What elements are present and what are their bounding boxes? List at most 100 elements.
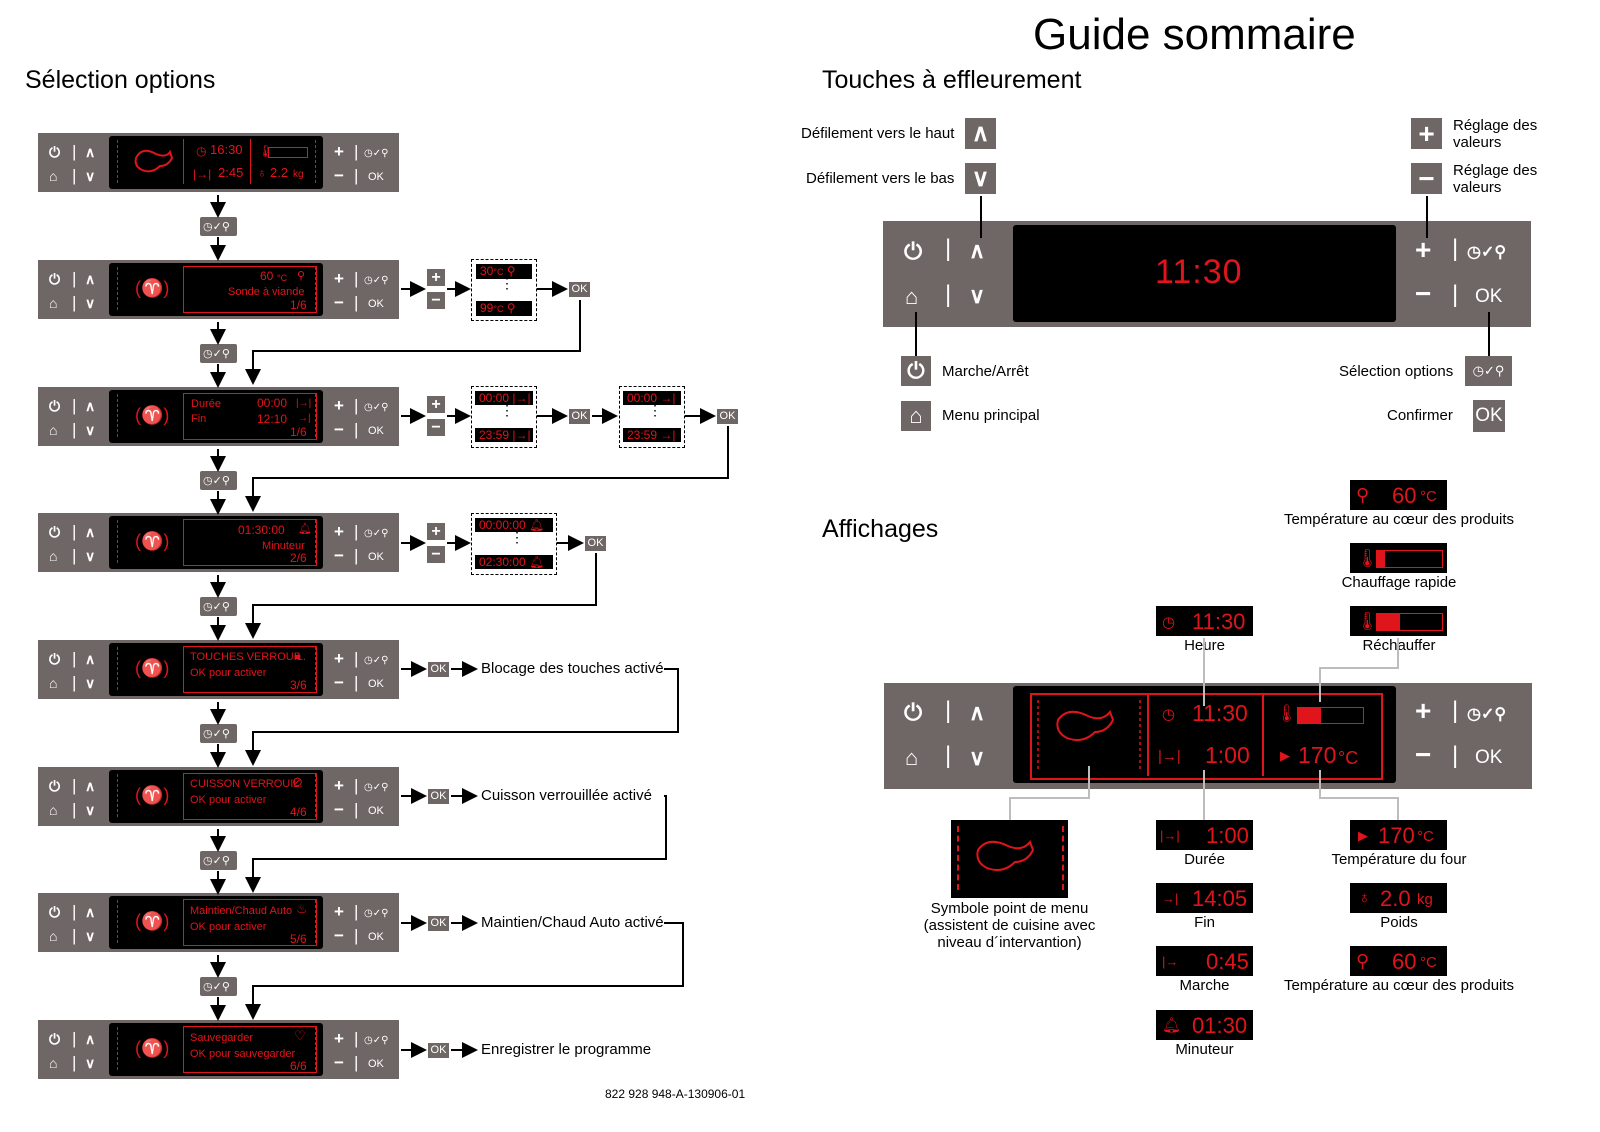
ok-key[interactable]: OK <box>1475 286 1503 307</box>
step6-result: Maintien/Chaud Auto activé <box>481 914 664 931</box>
minus-icon[interactable]: − <box>1415 739 1432 770</box>
menu-symbol-caption: Symbole point de menu (assistent de cuis… <box>923 900 1096 951</box>
scroll-down-label: Défilement vers le bas <box>806 170 955 187</box>
flow-screen-frame <box>117 1027 316 1070</box>
ok-key[interactable]: OK <box>1475 747 1503 768</box>
flow-panel-screen <box>109 643 323 696</box>
separator: | <box>354 673 359 692</box>
separator: | <box>945 235 952 262</box>
plus-icon[interactable]: + <box>1415 234 1432 265</box>
range-box-duration: 00:00 |→| ⋮ 23:59 |→| <box>471 386 537 448</box>
oven-temp-caption: Température du four <box>1331 851 1467 868</box>
flow-screen-text-frame <box>183 519 317 566</box>
display-weight: ♁ 2.0 kg <box>1350 883 1447 913</box>
flow1-plus-button: + <box>427 269 445 286</box>
plus-icon: + <box>334 902 344 921</box>
value: 0:45 <box>1206 949 1249 974</box>
minus-icon[interactable]: − <box>1415 278 1432 309</box>
scroll-up-key-icon: ∧ <box>965 118 996 149</box>
power-icon: ⏻ <box>49 398 61 414</box>
down-arrow-icon: ∨ <box>85 422 96 438</box>
options-icon[interactable]: ◷✓⚲ <box>1467 244 1507 261</box>
step3-value: 01:30:00 <box>238 523 285 537</box>
home-menu-icon: ⌂ <box>49 675 58 691</box>
display-panel-frame <box>1030 693 1383 780</box>
up-arrow-icon: ∧ <box>85 271 96 287</box>
oven-icon: ▶ <box>1358 828 1368 843</box>
panel-duration-icon: |→| <box>1158 748 1181 765</box>
down-arrow-icon[interactable]: ∨ <box>969 745 986 770</box>
up-arrow-icon[interactable]: ∧ <box>969 238 986 263</box>
down-arrow-icon: ∨ <box>85 928 96 944</box>
display-oven-temp: ▶ 170 °C <box>1350 820 1447 850</box>
home-menu-icon[interactable]: ⌂ <box>905 284 919 309</box>
timer-caption: Minuteur <box>1175 1041 1234 1058</box>
unit: °C <box>1420 954 1437 971</box>
display-menu-symbol <box>951 820 1068 898</box>
return-arrow <box>245 795 667 893</box>
screen1-thermometer-icon: 🌡 <box>258 144 274 158</box>
confirm-label: Confirmer <box>1387 407 1453 424</box>
power-icon[interactable]: ⏻ <box>904 699 923 725</box>
value: 60 <box>1392 949 1417 974</box>
flow3-minus-button: − <box>427 546 445 563</box>
flow3-plus-button: + <box>427 523 445 540</box>
home-menu-icon[interactable]: ⌂ <box>905 745 919 770</box>
step6-line2: OK pour activer <box>190 921 267 933</box>
separator: | <box>354 420 359 439</box>
power-icon: ⏻ <box>49 524 61 540</box>
thermometer-icon: 🌡 <box>1356 548 1379 568</box>
separator: | <box>354 396 359 415</box>
value: 1:00 <box>1206 823 1249 848</box>
options-icon: ◷✓⚲ <box>203 728 230 740</box>
panel-clock-icon: ◷ <box>1162 706 1176 723</box>
value: 14:05 <box>1192 886 1248 911</box>
flow-ok-button-1: OK <box>569 282 590 297</box>
down-arrow-icon[interactable]: ∨ <box>969 283 986 308</box>
up-arrow-icon[interactable]: ∧ <box>969 700 986 725</box>
home-menu-icon: ⌂ <box>49 802 58 818</box>
up-arrow-icon: ∧ <box>85 778 96 794</box>
options-icon: ◷✓⚲ <box>364 1035 389 1046</box>
scroll-down-key-icon: ∨ <box>965 163 996 194</box>
options-button <box>200 851 237 870</box>
separator: | <box>1452 281 1459 308</box>
clock-icon: ◷ <box>1162 614 1176 631</box>
display-duration: |→| 1:00 <box>1156 820 1253 850</box>
power-icon: ⏻ <box>49 144 61 160</box>
screen1-clock-icon: ◷ <box>196 144 207 158</box>
options-label: Sélection options <box>1339 363 1454 380</box>
ok-key-icon: OK <box>1473 400 1505 432</box>
options-icon: ◷✓⚲ <box>364 402 389 413</box>
start-icon: |→ <box>1162 954 1179 969</box>
flow-screen-frame <box>117 647 316 690</box>
separator: | <box>72 522 77 541</box>
step5-lock-check-icon: ⊘ <box>292 774 303 789</box>
flow-panel-screen <box>109 390 323 443</box>
menu-symbol-icon: (♈) <box>135 531 170 551</box>
separator: | <box>72 902 77 921</box>
return-arrow <box>245 668 679 766</box>
step1-value: 60 <box>260 269 274 283</box>
duration-caption: Durée <box>1184 851 1225 868</box>
display-clock: ◷ 11:30 <box>1156 606 1253 636</box>
range-bottom: 23:59 →| <box>623 428 681 442</box>
display-divider <box>1262 693 1264 776</box>
step2-value1: 00:00 <box>257 396 288 410</box>
display-end: →| 14:05 <box>1156 883 1253 913</box>
clock-caption: Heure <box>1184 637 1225 654</box>
range-top: 00:00 →| <box>623 391 681 405</box>
minus-icon: − <box>334 293 344 312</box>
options-button <box>200 724 237 743</box>
power-icon[interactable]: ⏻ <box>904 238 923 264</box>
step3-bell-icon: 🔔︎ <box>298 523 312 535</box>
minus-icon: − <box>334 800 344 819</box>
separator: | <box>354 269 359 288</box>
separator: | <box>354 546 359 565</box>
options-icon[interactable]: ◷✓⚲ <box>1467 706 1507 723</box>
plus-icon[interactable]: + <box>1415 695 1432 726</box>
section-heading-options: Sélection options <box>25 66 216 94</box>
down-arrow-icon: ∨ <box>85 802 96 818</box>
flow-panel-screen <box>109 896 323 949</box>
panel-time: 11:30 <box>1192 700 1248 726</box>
